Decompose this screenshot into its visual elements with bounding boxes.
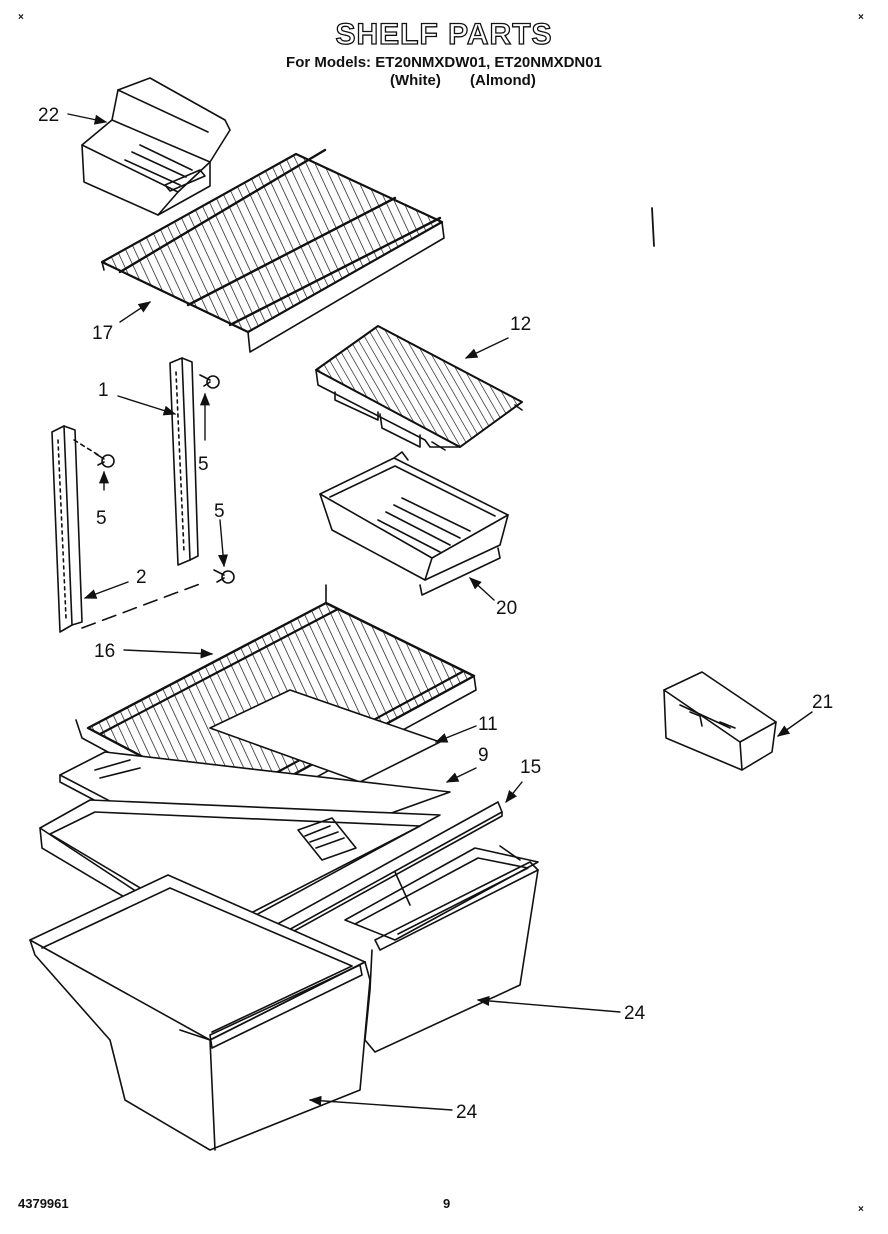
callout-9: 9 <box>478 745 489 766</box>
callout-5-upper: 5 <box>198 454 209 475</box>
variant-white-label: (White) <box>390 72 441 89</box>
callout-5-lower: 5 <box>214 501 225 522</box>
callout-12: 12 <box>510 314 531 335</box>
models-line: For Models: ET20NMXDW01, ET20NMXDN01 <box>286 54 602 71</box>
part-2-support-rail <box>51 425 206 633</box>
callout-24-left: 24 <box>456 1102 478 1123</box>
screw-icon <box>213 569 235 584</box>
registration-mark-top-left: × <box>18 12 24 23</box>
document-number: 4379961 <box>18 1196 69 1211</box>
page-title: SHELF PARTS <box>335 17 553 51</box>
callout-2: 2 <box>136 567 147 588</box>
callout-5-left: 5 <box>96 508 107 529</box>
callout-17: 17 <box>92 323 113 344</box>
part-5-screws <box>95 374 235 584</box>
part-20-meat-pan <box>319 451 509 596</box>
registration-mark-bottom-right: × <box>858 1204 864 1215</box>
registration-mark-top-right: × <box>858 12 864 23</box>
part-1-support-rail <box>169 357 199 566</box>
callout-labels: 22 17 12 1 5 5 5 2 20 16 21 11 9 15 24 2… <box>38 105 833 1123</box>
variant-almond-label: (Almond) <box>470 72 536 89</box>
stray-mark <box>651 207 655 247</box>
callout-11: 11 <box>478 714 498 735</box>
callout-20: 20 <box>496 598 517 619</box>
callout-16: 16 <box>94 641 115 662</box>
part-22-storage-bin <box>81 77 231 216</box>
leader-lines <box>67 113 813 1111</box>
callout-15: 15 <box>520 757 541 778</box>
part-12-small-wire-shelf <box>315 325 523 451</box>
part-24-crisper-drawer-right <box>344 845 539 1053</box>
screw-icon <box>95 453 115 468</box>
callout-22: 22 <box>38 105 59 126</box>
page-number: 9 <box>443 1196 451 1211</box>
callout-1: 1 <box>98 380 109 401</box>
callout-24-right: 24 <box>624 1003 646 1024</box>
part-24-crisper-drawer-left <box>29 874 371 1151</box>
screw-icon <box>199 374 220 389</box>
part-17-top-wire-shelf <box>100 148 445 353</box>
callout-21: 21 <box>812 692 833 713</box>
part-21-door-bin <box>663 671 777 771</box>
